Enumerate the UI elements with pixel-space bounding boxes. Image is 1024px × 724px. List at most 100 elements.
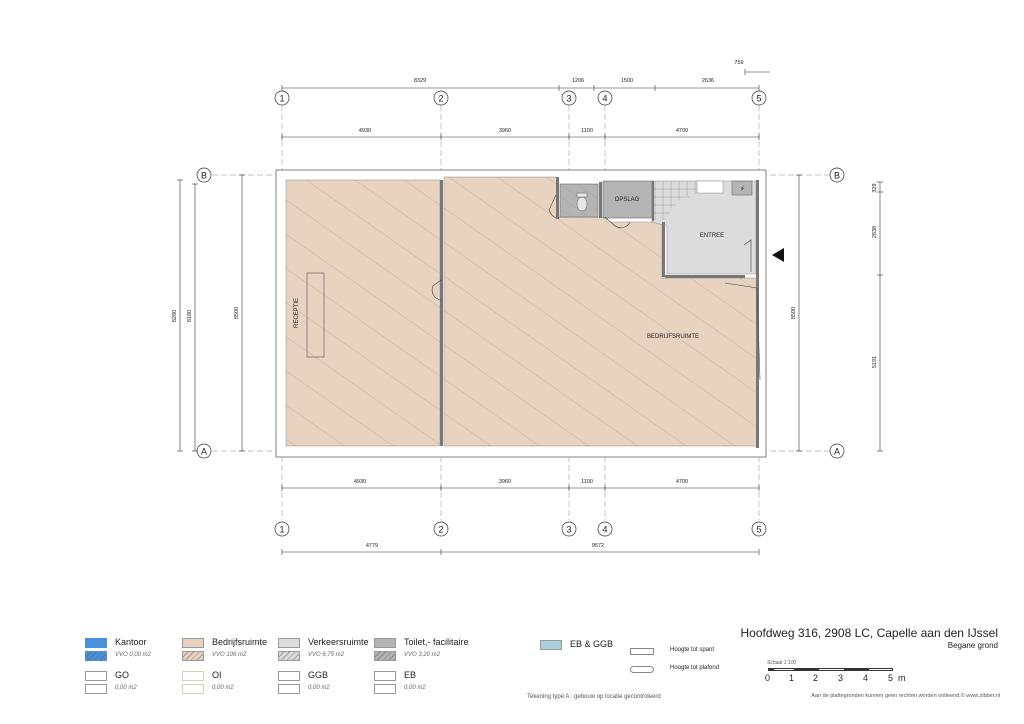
axis-label: 2	[438, 525, 443, 535]
dim-label: 2636	[702, 78, 714, 84]
legend-swatch	[278, 638, 300, 648]
height-plafond-label: Hoogte tot plafond	[670, 665, 720, 671]
legend-label: Bedrijfsruimte	[212, 637, 268, 647]
axis-label: 3	[566, 525, 571, 535]
scale-number: 1	[789, 673, 795, 683]
scale-number: 5	[888, 673, 894, 683]
legend-label: EB	[404, 670, 417, 680]
legend-swatch-hatched	[278, 651, 300, 661]
door-swings	[431, 194, 761, 381]
legend-swatch-outline	[85, 684, 107, 694]
dimension-lines-bottom	[281, 485, 760, 555]
dim-label: 9572	[592, 543, 604, 549]
dim-label: 1100	[581, 479, 593, 485]
dim-label: 4700	[676, 479, 688, 485]
axis-label: B	[834, 171, 840, 181]
dimension-lines-top	[281, 69, 770, 140]
legend-value: 0,00 m2	[308, 685, 330, 691]
title-block: Hoofdweg 316, 2908 LC, Capelle aan den I…	[740, 626, 998, 650]
legend-value: VVO 0,00 m2	[115, 652, 152, 658]
legend-swatch	[85, 671, 107, 681]
toilet-icon	[576, 196, 588, 212]
axis-label: 4	[602, 94, 607, 104]
scale-bar-track	[768, 668, 893, 671]
legend-value: 0,00 m2	[212, 685, 234, 691]
dim-label: 1100	[581, 128, 593, 134]
legend-swatch	[278, 671, 300, 681]
scale-number: 0	[765, 673, 771, 683]
axis-label: 4	[602, 525, 607, 535]
scale-segment	[794, 669, 819, 670]
axis-bubbles-top: 1 2 3 4 5	[274, 90, 767, 106]
axis-label: A	[201, 447, 207, 457]
axis-label: 2	[438, 94, 443, 104]
toilet-tank-icon	[576, 192, 588, 198]
legend-value: VVO 106 m2	[212, 652, 247, 658]
room-label-entree: ENTREE	[700, 233, 724, 239]
address-title: Hoofdweg 316, 2908 LC, Capelle aan den I…	[740, 626, 998, 640]
dimension-lines-right	[796, 174, 883, 452]
dim-label: 4930	[354, 479, 366, 485]
dim-label: 2838	[872, 226, 878, 238]
axis-label: 1	[279, 525, 284, 535]
axis-label: A	[834, 447, 840, 457]
scale-number: 2	[813, 673, 819, 683]
axis-bubbles-bottom: 1 2 3 4 5	[274, 521, 767, 537]
dim-label: 8280	[172, 310, 178, 322]
dim-label: 4930	[359, 128, 371, 134]
height-spant-swatch	[630, 648, 654, 655]
dim-label: 5191	[872, 356, 878, 368]
zone-opslag	[602, 180, 653, 219]
legend-swatch	[540, 640, 562, 650]
legend: Kantoor VVO 0,00 m2 Bedrijfsruimte VVO 1…	[85, 637, 555, 697]
legend-label: Toilet,- facilitaire	[404, 637, 469, 647]
legend-label: Kantoor	[115, 637, 147, 647]
scale-unit: m	[898, 673, 906, 683]
legend-swatch-hatched	[182, 651, 204, 661]
dim-label: 4779	[366, 543, 378, 549]
meter-cabinet-icon	[731, 180, 753, 196]
floor-title: Begane grond	[947, 641, 998, 650]
lightning-icon: ⚡	[740, 185, 745, 193]
room-label-receptie: RECEPTIE	[294, 298, 300, 328]
axis-label: 3	[566, 94, 571, 104]
legend-value: VVO 6,75 m2	[308, 652, 345, 658]
legend-label: GGB	[308, 670, 329, 680]
dim-label: 3960	[499, 479, 511, 485]
legend-swatch-outline	[374, 684, 396, 694]
legend-swatch-hatched	[85, 651, 107, 661]
height-spant-label: Hoogte tot spant	[670, 647, 715, 653]
dim-label: 759	[734, 60, 743, 66]
dim-label: 4700	[676, 128, 688, 134]
legend-label: OI	[212, 670, 222, 680]
legend-swatch	[374, 638, 396, 648]
legend-swatch-outline	[182, 684, 204, 694]
entrance-arrow-icon	[772, 248, 784, 262]
legend-label: Verkeersruimte	[308, 637, 369, 647]
scale-number: 3	[838, 673, 844, 683]
room-label-bedrijfsruimte: BEDRIJFSRUIMTE	[647, 334, 699, 340]
cabinet-icon	[696, 180, 724, 194]
scale-segment	[769, 669, 774, 670]
legend-value: VVO 3,20 m2	[404, 652, 441, 658]
interior-walls	[440, 177, 759, 448]
dimension-lines-left	[177, 174, 245, 452]
dim-label: 1206	[572, 78, 584, 84]
height-plafond-swatch	[630, 666, 654, 673]
zone-receptie	[285, 179, 441, 447]
axis-label: B	[201, 171, 207, 181]
disclaimer: Aan de plattegronden kunnen geen rechten…	[811, 693, 1000, 699]
scale-segment	[844, 669, 869, 670]
stairs-icon	[652, 181, 700, 220]
axis-bubbles-sides: B A B A	[196, 167, 845, 459]
dim-label: 8180	[187, 310, 193, 322]
floor-plan: 1 2 3 4 5 1 2 3 4 5 B A B A	[172, 60, 883, 555]
room-label-opslag: OPSLAG	[615, 197, 640, 203]
scale-number: 4	[863, 673, 869, 683]
scale-label: Schaal 1:100	[767, 660, 797, 666]
legend-label: GO	[115, 670, 130, 680]
legend-value: 0,00 m2	[115, 685, 137, 691]
legend-swatch	[85, 638, 107, 648]
legend-swatch	[374, 671, 396, 681]
legend-value: 0,00 m2	[404, 685, 426, 691]
